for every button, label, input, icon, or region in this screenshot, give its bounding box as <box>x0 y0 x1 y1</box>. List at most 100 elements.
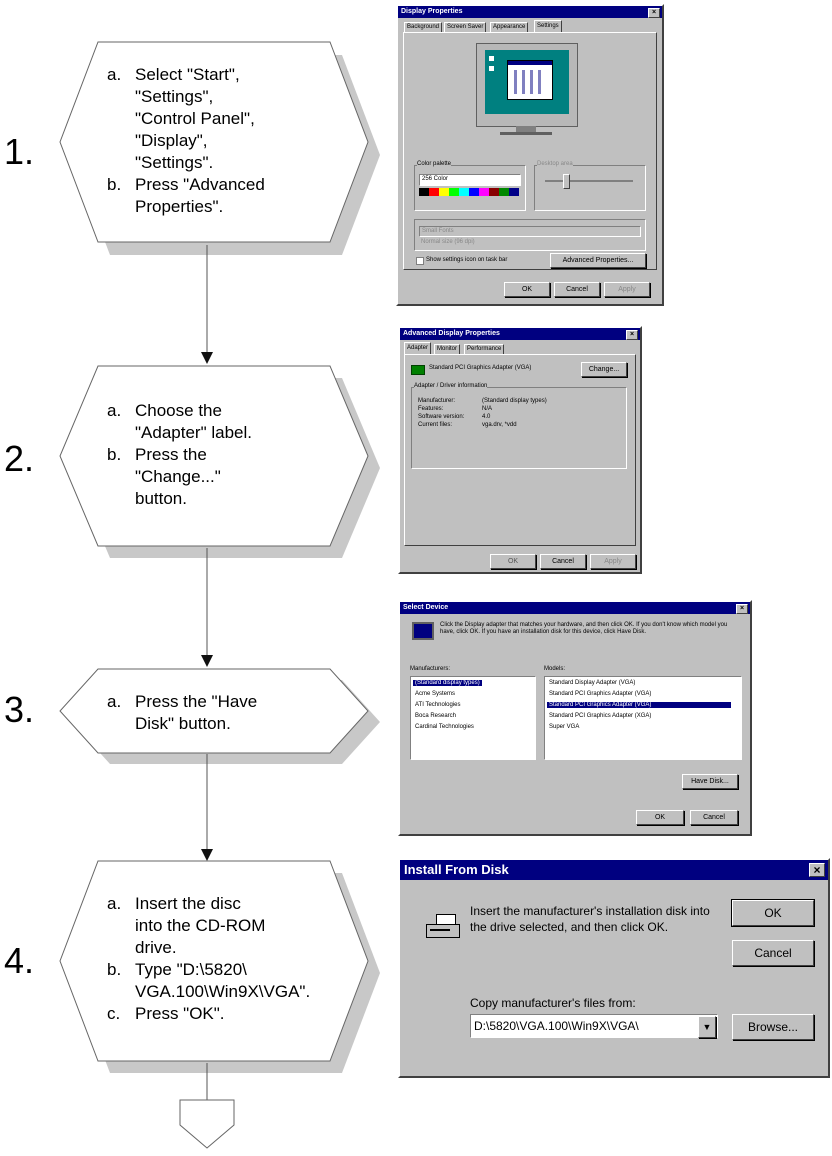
instruction-text: "Settings", <box>135 87 214 106</box>
browse-button[interactable]: Browse... <box>732 1014 814 1040</box>
change-button[interactable]: Change... <box>581 362 627 377</box>
desktop-area-group: Desktop area <box>534 161 646 211</box>
disk-drive-icon <box>426 914 460 938</box>
advanced-properties-button[interactable]: Advanced Properties... <box>550 253 646 268</box>
list-item[interactable]: Standard Display Adapter (VGA) <box>549 680 636 686</box>
ok-button[interactable]: OK <box>490 554 536 569</box>
ok-button[interactable]: OK <box>636 810 684 825</box>
tab-adapter[interactable]: Adapter <box>404 342 432 354</box>
list-item[interactable]: Cardinal Technologies <box>415 724 474 730</box>
font-size-select[interactable]: Small Fonts <box>419 226 641 237</box>
cancel-button[interactable]: Cancel <box>732 940 814 966</box>
instruction-line: a.Press the "Have <box>107 691 257 713</box>
list-item[interactable]: Standard PCI Graphics Adapter (VGA) <box>549 691 652 697</box>
instruction-text: Select "Start", <box>135 65 240 84</box>
font-size-value: Small Fonts <box>422 228 454 234</box>
instruction-text: VGA.100\Win9X\VGA". <box>135 982 311 1001</box>
step-3-number: 3. <box>4 689 35 730</box>
instruction-line: drive. <box>107 937 310 959</box>
instruction-label <box>107 422 135 444</box>
arrow-head-icon <box>201 352 213 364</box>
tab-appearance[interactable]: Appearance <box>490 22 529 32</box>
tab-monitor[interactable]: Monitor <box>434 344 461 354</box>
install-from-disk-titlebar: Install From Disk × <box>400 860 828 880</box>
instruction-label <box>107 915 135 937</box>
instruction-line: VGA.100\Win9X\VGA". <box>107 981 310 1003</box>
instruction-text: button. <box>135 489 187 508</box>
close-icon[interactable]: × <box>648 8 660 18</box>
instruction-text: "Display", <box>135 131 208 150</box>
instruction-line: c.Press "OK". <box>107 1003 310 1025</box>
instruction-label <box>107 108 135 130</box>
list-item[interactable]: Super VGA <box>549 724 580 730</box>
tab-background[interactable]: Background <box>404 22 443 32</box>
window-preview <box>507 60 553 100</box>
arrow-head-icon <box>201 849 213 861</box>
instruction-line: Disk" button. <box>107 713 257 735</box>
models-list[interactable]: Standard Display Adapter (VGA) Standard P… <box>544 676 742 760</box>
adapter-info-group: Adapter / Driver information Manufacture… <box>411 383 627 469</box>
color-palette-label: Color palette <box>417 161 452 167</box>
instruction-text: Properties". <box>135 197 224 216</box>
cancel-button[interactable]: Cancel <box>554 282 600 297</box>
close-icon[interactable]: × <box>736 604 748 614</box>
instruction-line: a.Insert the disc <box>107 893 310 915</box>
ok-button[interactable]: OK <box>731 899 815 927</box>
cancel-button[interactable]: Cancel <box>690 810 738 825</box>
ok-button[interactable]: OK <box>504 282 550 297</box>
adapter-info-label: Adapter / Driver information <box>414 383 488 389</box>
instruction-text: Press "Advanced <box>135 175 265 194</box>
list-item[interactable]: ATI Technologies <box>415 702 461 708</box>
list-item[interactable]: Standard PCI Graphics Adapter (VGA) <box>547 702 731 708</box>
step-1-instructions: a.Select "Start","Settings","Control Pan… <box>107 64 265 218</box>
have-disk-button[interactable]: Have Disk... <box>682 774 738 789</box>
instruction-label: b. <box>107 960 122 979</box>
color-palette-value: 256 Color <box>422 176 449 182</box>
list-item[interactable]: Standard PCI Graphics Adapter (XGA) <box>549 713 652 719</box>
apply-button[interactable]: Apply <box>590 554 636 569</box>
monitor-icon <box>412 622 434 640</box>
instruction-label <box>107 152 135 174</box>
color-palette-group: Color palette 256 Color <box>414 161 526 211</box>
instruction-text: "Control Panel", <box>135 109 255 128</box>
list-item[interactable]: Boca Research <box>415 713 457 719</box>
info-value: vga.drv, *vdd <box>482 422 517 428</box>
display-adapter-icon <box>411 365 425 375</box>
tab-screen-saver[interactable]: Screen Saver <box>444 22 487 32</box>
slider-thumb[interactable] <box>563 174 570 189</box>
list-item[interactable]: Acme Systems <box>415 691 456 697</box>
apply-button[interactable]: Apply <box>604 282 650 297</box>
copy-from-path-field[interactable]: D:\5820\VGA.100\Win9X\VGA\ ▼ <box>470 1014 718 1038</box>
tab-settings[interactable]: Settings <box>534 20 562 32</box>
step-4-number: 4. <box>4 940 35 981</box>
info-key: Manufacturer: <box>418 398 456 404</box>
list-item[interactable]: (Standard display types) <box>413 680 482 686</box>
instruction-line: Properties". <box>107 196 265 218</box>
color-palette-select[interactable]: 256 Color <box>419 174 521 186</box>
chevron-down-icon[interactable]: ▼ <box>698 1016 716 1038</box>
instruction-text: Insert the disc <box>135 894 241 913</box>
cancel-button[interactable]: Cancel <box>540 554 586 569</box>
instruction-line: "Control Panel", <box>107 108 265 130</box>
models-label: Models: <box>544 666 566 672</box>
instruction-line: b.Type "D:\5820\ <box>107 959 310 981</box>
instruction-label <box>107 196 135 218</box>
monitor-preview <box>476 43 578 127</box>
instruction-line: into the CD-ROM <box>107 915 310 937</box>
step-1-number: 1. <box>4 131 35 172</box>
show-settings-checkbox[interactable] <box>416 257 424 265</box>
tab-performance[interactable]: Performance <box>464 344 505 354</box>
settings-panel: Color palette 256 Color Desktop area Sma… <box>403 32 657 270</box>
desktop-area-slider[interactable] <box>545 180 633 182</box>
close-icon[interactable]: × <box>809 863 825 877</box>
instruction-label <box>107 130 135 152</box>
instruction-line: a.Choose the <box>107 400 252 422</box>
instruction-text: "Adapter" label. <box>135 423 252 442</box>
instruction-line: "Adapter" label. <box>107 422 252 444</box>
close-icon[interactable]: × <box>626 330 638 340</box>
instruction-label <box>107 466 135 488</box>
